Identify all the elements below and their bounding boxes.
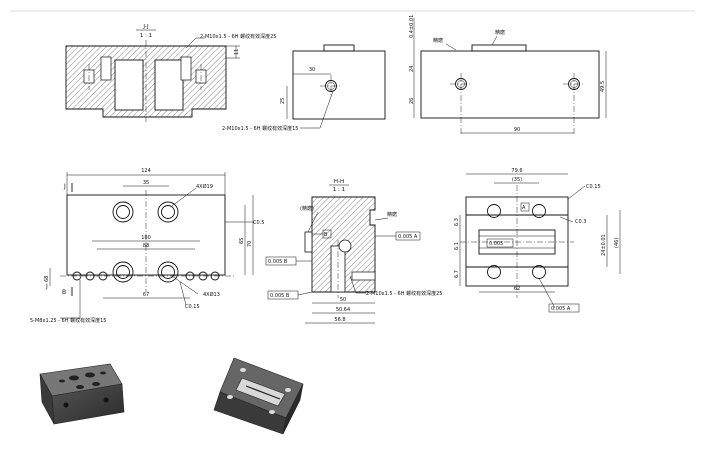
section-hh-view: H-H 1 : 1 (精磨) 精磨 B 0.005 A 0.005 B 0.00… bbox=[265, 179, 442, 324]
dim-24-tol: 24±0.01 bbox=[601, 234, 607, 256]
dim-6-1: 6.1 bbox=[454, 242, 460, 250]
dim-68: 68 bbox=[44, 276, 50, 282]
gdt-parallel-a: 0.005 A bbox=[398, 234, 418, 240]
side-view-top: 30 25 2-M10x1.5 - 6H 螺纹有效深度15 bbox=[222, 44, 386, 132]
right-view: 79.6 (35) A 6.3 6.1 6.7 0.005 24±0.01 (4… bbox=[454, 168, 621, 313]
dim-6-3: 6.3 bbox=[454, 218, 460, 226]
dim-65: 65 bbox=[239, 238, 245, 244]
cut-label-j-low: J bbox=[45, 283, 48, 290]
dim-50-64: 50.64 bbox=[336, 307, 350, 313]
note-thread-m8: 5-M8x1.25 - 6H 螺纹有效深度15 bbox=[30, 317, 106, 324]
section-jj-scale: 1 : 1 bbox=[140, 33, 152, 39]
dim-50: 50 bbox=[340, 297, 346, 303]
dim-56-8: 56.8 bbox=[334, 317, 345, 323]
dim-46-paren: (46) bbox=[614, 238, 620, 248]
section-jj-view: J-J 1 : 1 2-M10x1.5 - 6H 螺纹有效深度25 11 bbox=[65, 24, 276, 122]
note-c015-plan: C0.15 bbox=[185, 304, 200, 310]
note-c015-right: C0.15 bbox=[586, 184, 601, 190]
plan-view: 124 35 4XØ19 100 88 67 4XØ bbox=[30, 168, 264, 324]
note-thread-25b: 2-M10x1.5 - 6H 螺纹有效深度25 bbox=[366, 290, 442, 297]
section-hh-scale: 1 : 1 bbox=[333, 187, 345, 193]
front-view-top: 精磨 精磨 0.4±0.01 24 26 49.5 90 bbox=[409, 15, 607, 135]
dim-124: 124 bbox=[141, 168, 151, 174]
note-thread-15: 2-M10x1.5 - 6H 螺纹有效深度15 bbox=[222, 125, 298, 132]
dim-tol-top: 0.4±0.01 bbox=[409, 15, 415, 38]
iso-view-1 bbox=[39, 363, 125, 425]
note-jingmo-left: 精磨 bbox=[433, 37, 443, 44]
gdt-perp: 0.005 B bbox=[270, 293, 290, 299]
dim-70: 70 bbox=[247, 241, 253, 247]
section-hh-title: H-H bbox=[334, 179, 344, 185]
note-thread-25: 2-M10x1.5 - 6H 螺纹有效深度25 bbox=[200, 33, 276, 40]
dim-100: 100 bbox=[141, 235, 151, 241]
note-c03: C0.3 bbox=[575, 219, 586, 225]
section-jj-title: J-J bbox=[142, 24, 149, 30]
cut-label-j: J bbox=[63, 183, 66, 190]
dim-11: 11 bbox=[234, 49, 240, 55]
dim-35: 35 bbox=[143, 180, 149, 186]
dim-67: 67 bbox=[143, 292, 149, 298]
gdt-flatness: 0.005 bbox=[489, 241, 503, 247]
gdt-parallel-d: 0.005 A bbox=[551, 306, 571, 312]
dim-88: 88 bbox=[143, 243, 149, 249]
datum-b: B bbox=[324, 232, 328, 238]
dim-79-6: 79.6 bbox=[511, 168, 522, 174]
iso-view-2 bbox=[213, 357, 304, 435]
note-c05: C0.5 bbox=[253, 220, 264, 226]
dim-26: 26 bbox=[409, 98, 415, 104]
dim-6-7: 6.7 bbox=[454, 270, 460, 278]
dim-62: 62 bbox=[514, 286, 520, 292]
gdt-parallel-b: 0.005 B bbox=[268, 259, 288, 265]
note-jingmo-right: 精磨 bbox=[495, 29, 505, 36]
dim-49-5: 49.5 bbox=[600, 81, 606, 92]
note-hole-19: 4XØ19 bbox=[196, 183, 213, 190]
dim-90: 90 bbox=[514, 127, 520, 133]
cut-label-b: B bbox=[62, 289, 66, 296]
note-jingmo-hh: 精磨 bbox=[387, 211, 397, 218]
dim-35-paren: (35) bbox=[512, 177, 522, 183]
datum-a: A bbox=[522, 205, 526, 211]
dim-24: 24 bbox=[409, 66, 415, 72]
note-hole-13: 4XØ13 bbox=[203, 291, 220, 298]
note-jingmo-paren: (精磨) bbox=[300, 205, 314, 212]
dim-30: 30 bbox=[309, 67, 315, 73]
dim-25: 25 bbox=[280, 98, 286, 104]
